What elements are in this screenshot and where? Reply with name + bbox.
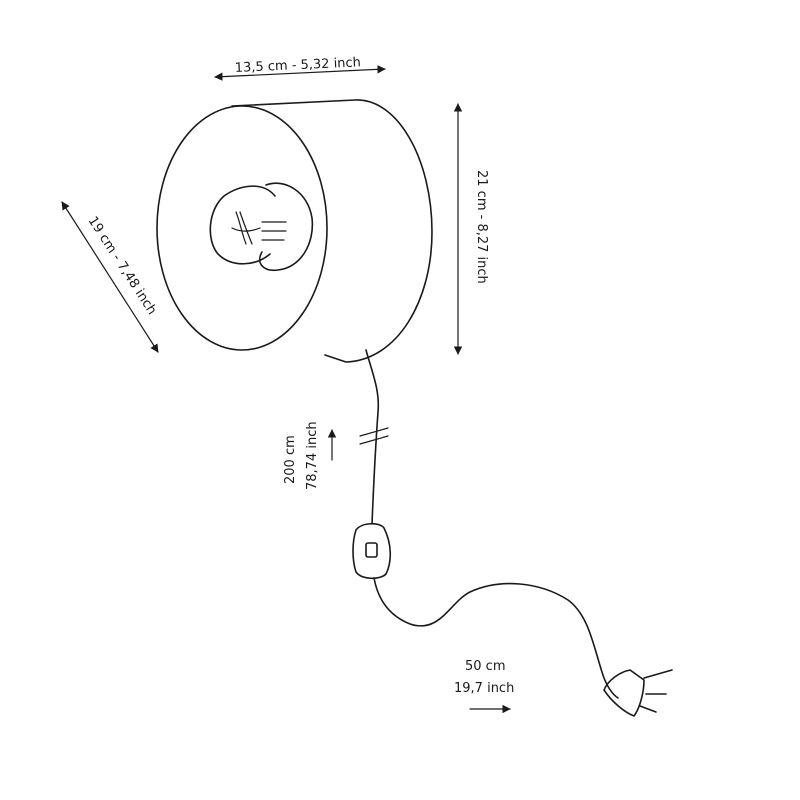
bulb-icon — [209, 182, 314, 272]
plug-cable-length-inch-label: 19,7 inch — [454, 681, 514, 696]
depth-label: 19 cm - 7,48 inch — [85, 214, 160, 318]
cable-break-mark — [359, 427, 389, 445]
shade-front-rim — [156, 105, 328, 351]
shade-body-outline — [231, 99, 433, 363]
plug-cable-length-cm-label: 50 cm — [465, 659, 506, 674]
plug-cable — [373, 577, 619, 699]
inline-switch-icon — [352, 522, 392, 580]
plug-icon — [603, 669, 673, 717]
width-dimension-arrow — [214, 65, 386, 81]
cable-length-cm-label: 200 cm — [283, 435, 298, 484]
width-label: 13,5 cm - 5,32 inch — [235, 55, 362, 76]
depth-dimension-arrow — [61, 201, 159, 353]
lamp-cable — [365, 349, 380, 525]
lamp-shade — [156, 99, 433, 363]
height-label: 21 cm - 8,27 inch — [474, 170, 489, 284]
cable-length-inch-label: 78,74 inch — [305, 421, 320, 490]
